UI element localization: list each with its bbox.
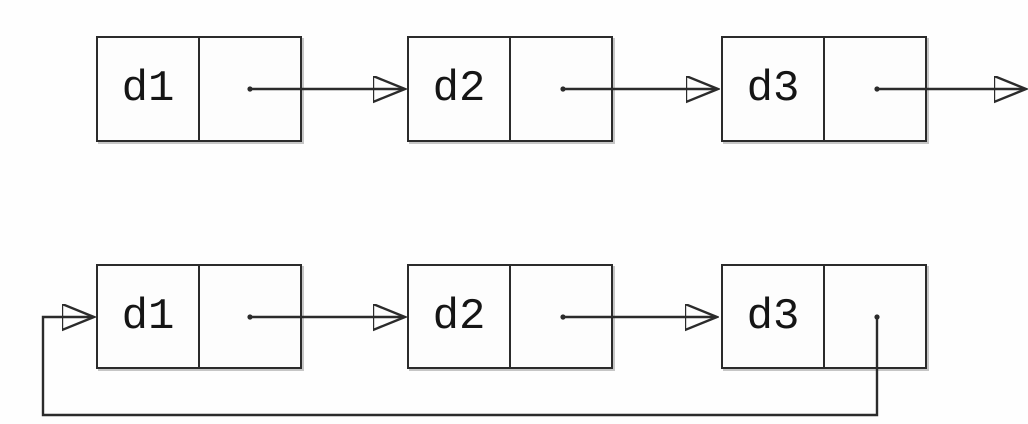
top-node-d3-label: d3: [746, 64, 800, 114]
bottom-list-node-d2: d2: [407, 264, 613, 369]
bottom-node-d2-label: d2: [432, 291, 486, 342]
top-list-node-d1: d1: [96, 36, 302, 142]
bottom-node-d1-label: d1: [121, 291, 175, 342]
bottom-node-d3-data-cell: d3: [723, 266, 825, 367]
top-list-node-d3: d3: [721, 36, 927, 142]
bottom-node-d3-label: d3: [746, 291, 800, 342]
bottom-node-d1-pointer-cell: [200, 266, 300, 367]
top-node-d3-data-cell: d3: [723, 38, 825, 140]
top-node-d2-data-cell: d2: [409, 38, 511, 140]
top-node-d1-label: d1: [121, 64, 175, 114]
bottom-node-d2-data-cell: d2: [409, 266, 511, 367]
top-node-d1-pointer-cell: [200, 38, 300, 140]
bottom-list-node-d1: d1: [96, 264, 302, 369]
bottom-node-d1-data-cell: d1: [98, 266, 200, 367]
bottom-node-d2-pointer-cell: [511, 266, 611, 367]
top-node-d1-data-cell: d1: [98, 38, 200, 140]
top-node-d2-label: d2: [432, 64, 486, 114]
top-node-d2-pointer-cell: [511, 38, 611, 140]
bottom-list-node-d3: d3: [721, 264, 927, 369]
top-node-d3-pointer-cell: [825, 38, 925, 140]
bottom-node-d3-pointer-cell: [825, 266, 925, 367]
top-list-node-d2: d2: [407, 36, 613, 142]
